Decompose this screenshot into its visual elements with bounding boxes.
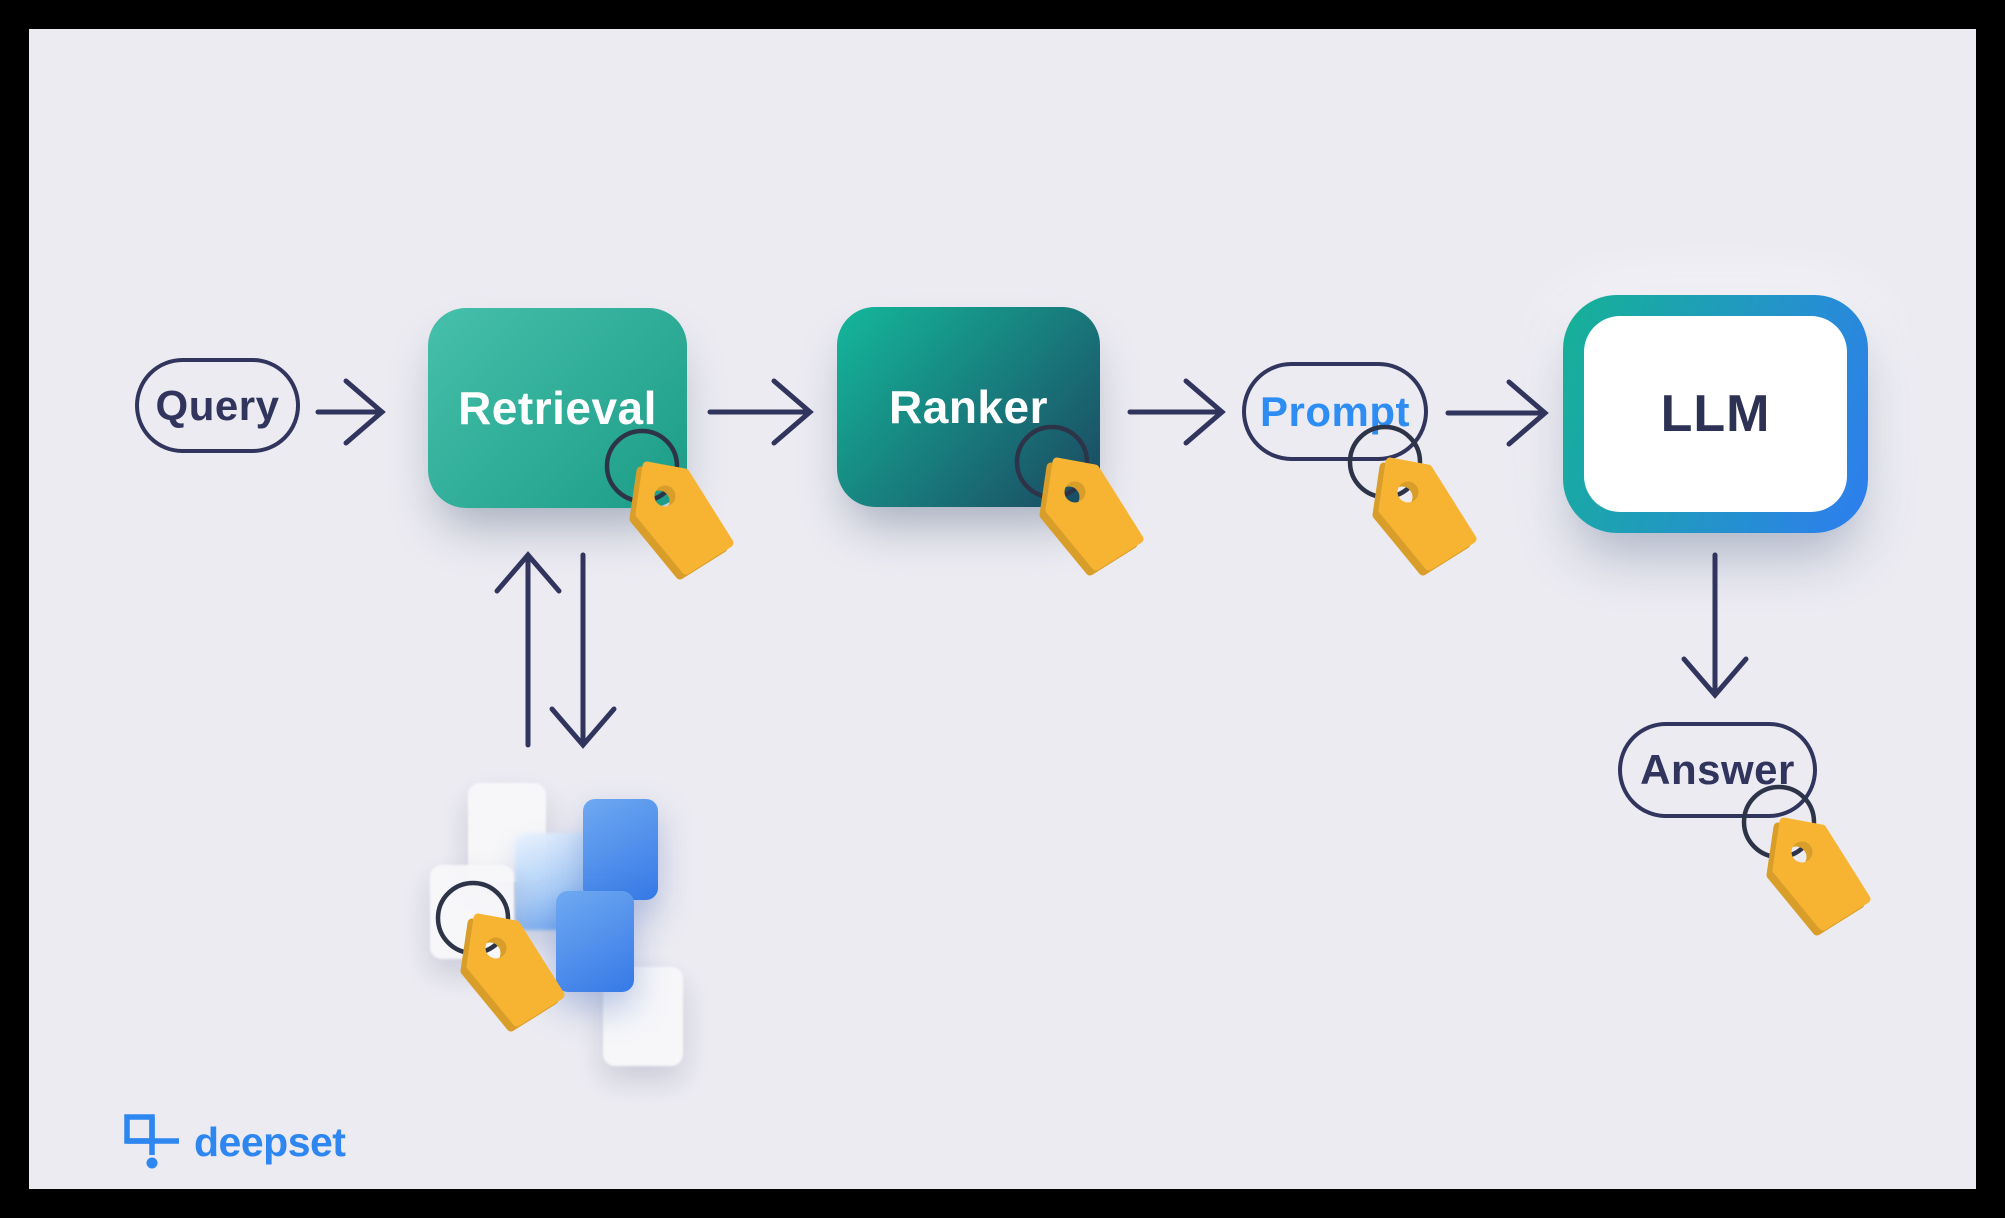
deepset-logo-mark-icon <box>124 1114 179 1169</box>
arrow-prompt-to-llm <box>1445 379 1549 447</box>
llm-node-inner: LLM <box>1584 316 1847 512</box>
arrow-retrieval-to-docs <box>549 552 617 749</box>
arrow-llm-to-answer <box>1681 552 1749 699</box>
arrow-docs-to-retrieval <box>494 551 562 748</box>
document-card-white <box>430 865 514 959</box>
arrow-retrieval-to-ranker <box>707 378 814 446</box>
answer-label: Answer <box>1640 746 1795 793</box>
connector-overlay <box>315 378 1976 1189</box>
ranker-label: Ranker <box>889 381 1048 433</box>
document-card-blue <box>556 891 634 992</box>
retrieval-label: Retrieval <box>458 382 657 434</box>
ranker-node: Ranker <box>837 307 1100 507</box>
prompt-label: Prompt <box>1260 387 1410 435</box>
arrow-ranker-to-prompt <box>1127 378 1226 446</box>
prompt-node: Prompt <box>1242 362 1428 461</box>
arrow-query-to-retrieval <box>315 378 386 446</box>
diagram-canvas: Query Retrieval Ranker Prompt LLM Answer <box>29 29 1976 1189</box>
deepset-logo: deepset <box>124 1113 346 1171</box>
llm-label: LLM <box>1660 385 1771 443</box>
document-card-blue <box>583 799 658 900</box>
query-label: Query <box>155 381 280 429</box>
deepset-logo-text: deepset <box>194 1119 346 1165</box>
query-node: Query <box>135 358 300 453</box>
llm-node: LLM <box>1563 295 1868 533</box>
retrieval-node: Retrieval <box>428 308 687 508</box>
answer-node: Answer <box>1618 722 1817 818</box>
